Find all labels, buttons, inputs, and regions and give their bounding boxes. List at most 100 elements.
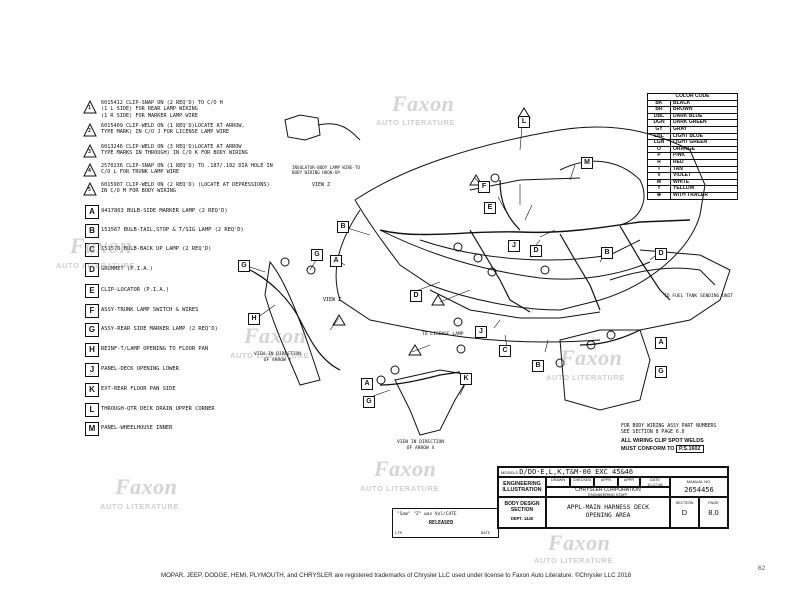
note-num-5: 5 bbox=[88, 187, 92, 193]
lamp-harness-left bbox=[249, 269, 341, 371]
callout-d-mid: D bbox=[410, 290, 422, 302]
view-y-label: VIEW IN DIRECTION OF ARROW Y bbox=[254, 352, 302, 363]
watermark-sub: AUTO LITERATURE bbox=[100, 502, 180, 511]
legend-key-g: G bbox=[85, 323, 99, 337]
models-row: MODELS D/DO-E,L,K,T&M-00 EXC 45&46 bbox=[498, 467, 728, 477]
note-1: 6015412 CLIP-SNAP ON (2 REQ'D) TO C/O H … bbox=[101, 100, 223, 119]
legend-text-g: ASSY-REAR SIDE MARKER LAMP (2 REQ'D) bbox=[101, 326, 218, 332]
watermark-sub: AUTO LITERATURE bbox=[376, 118, 456, 127]
note-5: 6015907 CLIP-WELD ON (2 REQ'D) (LOCATE A… bbox=[101, 182, 270, 195]
section-label: SECTION bbox=[675, 500, 694, 505]
callout-a-low: A bbox=[361, 378, 373, 390]
right-lamp-panel bbox=[559, 329, 651, 411]
manual-no-label: MANUAL NO. bbox=[686, 479, 712, 484]
rear-panel bbox=[379, 229, 651, 280]
callout-h: H bbox=[248, 313, 260, 325]
callout-g-right: G bbox=[655, 366, 667, 378]
lamp-assembly-left bbox=[264, 260, 321, 386]
legend-key-e: E bbox=[85, 284, 99, 298]
legend-text-d: GROMMET (P.I.A.) bbox=[101, 266, 153, 272]
lower-bracket bbox=[394, 369, 471, 436]
manual-no-value: 2654456 bbox=[684, 486, 714, 494]
note-4: 2570236 CLIP-SNAP ON (1 REQ'D) TO .187/.… bbox=[101, 163, 273, 176]
legend-text-f: ASSY-TRUNK LAMP SWITCH & WIRES bbox=[101, 307, 199, 313]
revision-block: "Sam" "Z" was Vol/CATE RELEASED LTR DATE bbox=[392, 508, 499, 538]
harness-branch-b bbox=[559, 233, 601, 311]
manual-no-cell: MANUAL NO. 2654456 bbox=[670, 477, 728, 497]
spec-ref-box: P.S.1602 bbox=[676, 445, 704, 453]
license-lamp-label: TO LICENSE LAMP bbox=[422, 332, 464, 337]
legend-text-j: PANEL-DECK OPENING LOWER bbox=[101, 366, 179, 372]
harness-branch-c bbox=[619, 225, 671, 301]
legend-key-j: J bbox=[85, 363, 99, 377]
note-num-3: 3 bbox=[88, 149, 92, 155]
appr-label-1: APPR bbox=[594, 477, 618, 487]
legend-key-b: B bbox=[85, 224, 99, 238]
note-2: 6015409 CLIP-WELD ON (1 REQ'D)LOCATE AT … bbox=[101, 123, 245, 136]
wheelhouse bbox=[559, 160, 645, 226]
note-3: 6013246 CLIP-WELD ON (3 REQ'D)LOCATE AT … bbox=[101, 144, 248, 157]
fuel-tank-label: TO FUEL TANK SENDING UNIT bbox=[664, 294, 734, 299]
watermark-brand: Faxon bbox=[560, 345, 623, 370]
rear-sill bbox=[419, 329, 601, 343]
callout-b-right: B bbox=[601, 247, 613, 259]
insulator-label: INSULATOR-BODY LAMP WIRE-TO BODY WIRING … bbox=[292, 165, 361, 175]
dept-label: DEPT. 1440 bbox=[510, 516, 534, 521]
date-value: 10-17-66 bbox=[647, 482, 663, 487]
watermark-sub: AUTO LITERATURE bbox=[534, 556, 614, 565]
legend-key-d: D bbox=[85, 263, 99, 277]
page-label: PAGE bbox=[708, 500, 719, 505]
watermark-sub: AUTO LITERATURE bbox=[546, 373, 626, 382]
appr-label-2: APPR bbox=[618, 477, 640, 487]
legend-text-e: CLIP-LOCATOR (P.I.A.) bbox=[101, 287, 170, 293]
watermark-brand: Faxon bbox=[244, 323, 307, 348]
legend-key-l: L bbox=[85, 403, 99, 417]
right-quarter-detail bbox=[609, 267, 716, 286]
page-value: 8.0 bbox=[708, 508, 719, 517]
lower-wire bbox=[379, 371, 461, 386]
date-cell: DATE 10-17-66 bbox=[640, 477, 670, 487]
models-value: D/DO-E,L,K,T&M-00 EXC 45&46 bbox=[519, 468, 634, 476]
watermark-brand: Faxon bbox=[392, 91, 455, 116]
body-wiring-reference: FOR BODY WIRING ASSY PART NUMBERS SEE SE… bbox=[621, 424, 717, 435]
trunk-lamp-wire bbox=[499, 179, 521, 231]
trunk-floor bbox=[419, 239, 641, 261]
clip-weld-line2: MUST CONFORM TO P.S.1602 bbox=[621, 445, 704, 453]
legend-key-f: F bbox=[85, 304, 99, 318]
harness-branch-a bbox=[469, 229, 531, 313]
legend-text-l: THROUGH-QTR DECK DRAIN UPPER CORNER bbox=[101, 406, 215, 412]
drawing-title: APPL-MAIN HARNESS DECK OPENING AREA bbox=[546, 497, 670, 528]
note-num-4: 4 bbox=[88, 168, 92, 174]
drawn-label: DRAWN bbox=[546, 477, 570, 487]
insulator-connector bbox=[284, 114, 321, 141]
revision-date-label: DATE bbox=[481, 530, 491, 535]
callout-a-right: A bbox=[655, 337, 667, 349]
view-x-label: VIEW IN DIRECTION OF ARROW X bbox=[397, 440, 445, 451]
callout-g-low: G bbox=[363, 396, 375, 408]
callout-c: C bbox=[499, 345, 511, 357]
body-design-label: BODY DESIGN SECTION bbox=[504, 501, 540, 513]
legend-key-h: H bbox=[85, 343, 99, 357]
callout-a-left: A bbox=[330, 255, 342, 267]
main-harness-wire bbox=[379, 219, 691, 236]
section-value: D bbox=[681, 508, 688, 517]
engineering-illustration-label: ENGINEERING ILLUSTRATION bbox=[498, 477, 546, 497]
legend-key-k: K bbox=[85, 383, 99, 397]
checked-label: CHECKED bbox=[570, 477, 594, 487]
watermark-brand: Faxon bbox=[115, 474, 178, 499]
legend-text-h: REINF-T/LAMP OPENING TO FLOOR PAN bbox=[101, 346, 209, 352]
corp-staff: ENGINEERING STAFF bbox=[588, 492, 628, 497]
callout-b-top: B bbox=[337, 221, 349, 233]
clip-weld-line1: ALL WIRING CLIP SPOT WELDS bbox=[621, 438, 704, 444]
legend-text-m: PANEL-WHEELHOUSE INNER bbox=[101, 425, 173, 431]
date-label: DATE bbox=[650, 478, 660, 482]
watermark-brand: Faxon bbox=[548, 530, 611, 555]
legend-text-a: 9417863 BULB-SIDE MARKER LAMP (2 REQ'D) bbox=[101, 208, 228, 214]
callout-e: E bbox=[484, 202, 496, 214]
view-z-mid-label: VIEW Z bbox=[323, 297, 342, 303]
watermark-sub: AUTO LITERATURE bbox=[230, 351, 310, 360]
legend-text-c: 151576 BULB-BACK UP LAMP (2 REQ'D) bbox=[101, 246, 212, 252]
legend-key-m: M bbox=[85, 422, 99, 436]
watermark-sub: AUTO LITERATURE bbox=[56, 261, 136, 270]
callout-j-top: J bbox=[508, 240, 520, 252]
